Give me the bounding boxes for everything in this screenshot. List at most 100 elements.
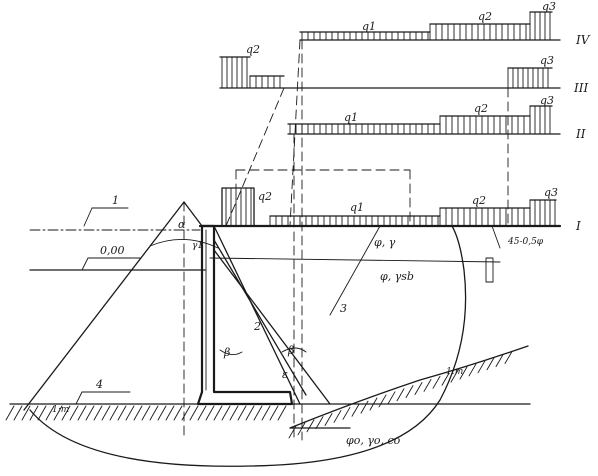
ground-hatch-line — [109, 405, 119, 421]
ground-hatch-line — [85, 405, 95, 421]
alpha-arc — [149, 239, 219, 249]
beta-arc-1 — [219, 349, 243, 355]
ground-hatch-line — [61, 405, 71, 421]
scheme-4-pointer — [75, 391, 83, 405]
label-q3-row-iii: q3 — [540, 54, 554, 67]
beta-arc-2 — [281, 347, 307, 353]
label-scheme-1: 1 — [112, 194, 119, 207]
label-soil-base: φo, γo, co — [346, 434, 401, 447]
ground-hatch-line — [141, 405, 151, 421]
label-q1-row-ii: q1 — [344, 111, 358, 124]
slope-hatch-line — [450, 369, 459, 383]
ground-hatch-line — [205, 405, 215, 421]
slip-line-left — [23, 201, 185, 411]
load-block-side — [221, 187, 255, 227]
scheme-1-pointer — [83, 207, 93, 227]
elevation-pointer — [81, 257, 89, 271]
label-scheme-4: 4 — [95, 378, 103, 391]
label-slope-base: 1:m — [52, 405, 69, 415]
ground-hatch-line — [69, 405, 79, 421]
ground-hatch-line — [157, 405, 167, 421]
slope-hatch-line — [495, 354, 504, 368]
slope-hatch-line — [405, 385, 414, 399]
slope-hatch-line — [288, 425, 297, 439]
ground-hatch-line — [197, 405, 207, 421]
elevation-markers: 1 0,00 4 — [29, 194, 206, 405]
ground-hatch-line — [93, 405, 103, 421]
wall-section — [196, 224, 294, 406]
load-row-ii-hatching — [289, 105, 551, 135]
ground-hatch-line — [237, 405, 247, 421]
label-angle: 45-0,5φ — [507, 237, 544, 247]
ground-hatch-line — [221, 405, 231, 421]
ground-hatch-line — [53, 405, 63, 421]
slope-hatch-line — [387, 391, 396, 405]
projection-line-8 — [289, 39, 301, 227]
slope-hatch-line — [333, 409, 342, 423]
projection-lines — [225, 39, 509, 441]
ground-hatch-line — [181, 405, 191, 421]
ground-hatch-line — [189, 405, 199, 421]
slope-hatch-line — [306, 419, 315, 433]
ground-hatch-line — [37, 405, 47, 421]
slope-hatch-line — [504, 351, 513, 364]
slope-hatch-line — [468, 363, 477, 377]
ground-hatch-line — [229, 405, 239, 421]
label-case-iv: IV — [575, 33, 591, 47]
retaining-wall — [196, 224, 294, 406]
ground-hatch-line — [117, 405, 127, 421]
seabed-slope — [289, 345, 529, 429]
label-q3-row-i: q3 — [544, 186, 558, 199]
load-row-i: q2 q1 q2 q3 I — [198, 186, 581, 233]
label-beta-1: β — [223, 346, 230, 359]
label-q3-row-iv: q3 — [542, 0, 556, 13]
slope-hatch-line — [297, 422, 306, 436]
slope-hatch-line — [459, 366, 468, 380]
ground-hatching — [5, 351, 513, 439]
angle-marker — [485, 257, 494, 283]
label-soil-upper: φ, γ — [374, 236, 396, 249]
ground-hatch-line — [29, 405, 39, 421]
slope-hatch-line — [315, 416, 324, 430]
slope-hatch-line — [342, 406, 351, 420]
ground-hatch-line — [245, 405, 255, 421]
load-row-i-hatching — [225, 187, 556, 227]
wedge-apex-right — [183, 201, 203, 227]
ground-hatch-line — [269, 405, 279, 421]
slope-hatch-line — [360, 400, 369, 414]
slip-line-4 — [213, 239, 307, 396]
ground-hatch-line — [261, 405, 271, 421]
projection-line-3 — [225, 87, 285, 227]
ground-hatch-line — [149, 405, 159, 421]
slope-hatch-line — [351, 403, 360, 417]
wedge-horizontal — [209, 257, 501, 263]
ground-hatch-line — [13, 405, 23, 421]
label-beta-2: β — [287, 344, 294, 357]
load-row-iv-hatching — [301, 11, 551, 41]
slope-hatch-line — [432, 375, 441, 389]
load-row-iii: q2 q3 III — [219, 43, 588, 95]
slope-hatch-line — [414, 382, 423, 395]
label-q2-row-iv: q2 — [478, 10, 492, 23]
label-gamma1: γ1 — [192, 241, 203, 251]
ground-hatch-line — [165, 405, 175, 421]
base-ground: 1:m 1:m — [5, 345, 531, 439]
slope-hatch-line — [423, 378, 432, 392]
slip-line-3 — [213, 249, 331, 405]
label-q1-row-i: q1 — [350, 201, 364, 214]
ground-hatch-line — [173, 405, 183, 421]
label-q2-row-i: q2 — [472, 194, 486, 207]
ground-hatch-line — [5, 405, 15, 421]
ground-hatch-line — [21, 405, 31, 421]
slip-circle-arc — [29, 225, 467, 467]
ground-hatch-line — [213, 405, 223, 421]
angle-leader — [491, 225, 501, 249]
ground-hatch-line — [77, 405, 87, 421]
slope-hatch-line — [396, 388, 405, 402]
label-q-side-row-i: q2 — [258, 190, 272, 203]
label-elevation: 0,00 — [100, 244, 125, 257]
ground-hatch-line — [45, 405, 55, 421]
label-curve-2: 2 — [253, 320, 261, 333]
label-q-side-row-iii: q2 — [246, 43, 260, 56]
label-q2-row-ii: q2 — [474, 102, 488, 115]
